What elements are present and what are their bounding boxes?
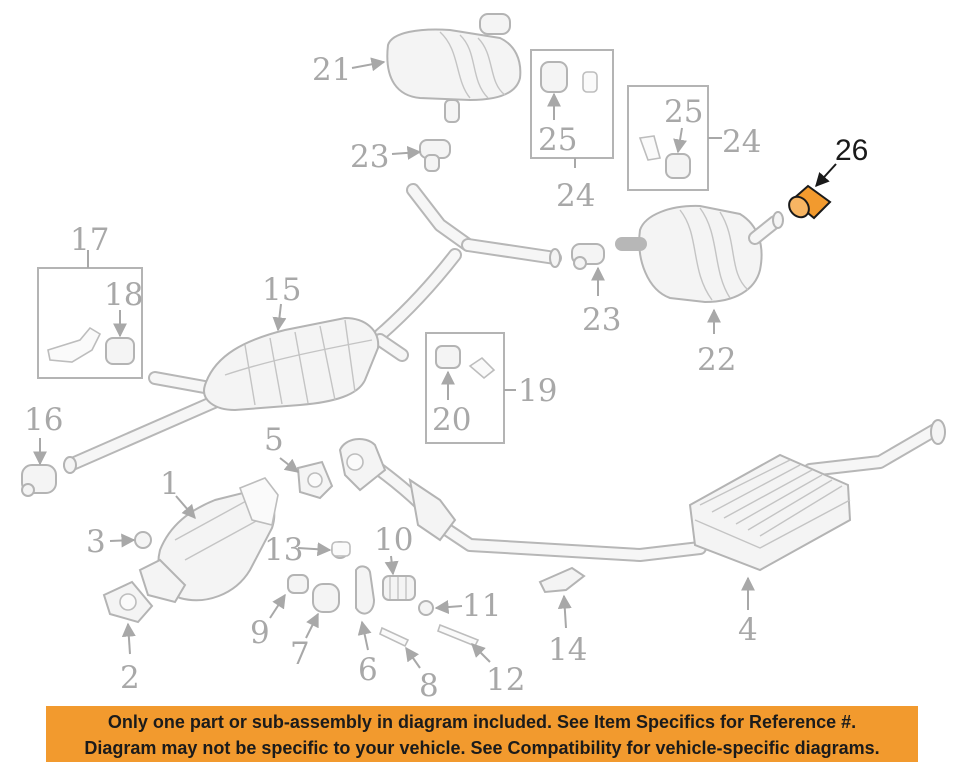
callout-16: 16 [24,402,63,438]
box-19 [425,332,505,444]
bushing-9 [287,574,309,594]
callout-10: 10 [374,522,413,558]
hanger-20 [435,345,496,380]
callout-18: 18 [104,277,143,313]
lower-rear-muffler [688,453,852,572]
callout-12: 12 [486,662,525,698]
bushing-7 [312,583,340,613]
spring-10 [382,575,416,601]
callout-14: 14 [548,632,587,668]
exhaust-tip-26 [788,184,832,220]
gasket-5 [296,460,334,500]
lower-intermediate-pipe [373,419,946,562]
callout-19: 19 [518,373,557,409]
callout-25-left: 25 [538,122,577,158]
callout-2: 2 [120,660,140,696]
hanger-25-left [540,61,598,93]
callout-22: 22 [697,342,736,378]
callout-26: 26 [835,134,868,167]
center-muffler [203,316,380,412]
washer-11 [418,600,434,616]
callout-24-left: 24 [556,178,595,214]
callout-3: 3 [86,524,106,560]
box-17 [37,267,143,379]
callout-6: 6 [358,652,378,688]
front-exhaust-pipe [63,371,237,474]
disclaimer-banner: Only one part or sub-assembly in diagram… [46,706,918,762]
callout-25-right: 25 [664,94,703,130]
flange-gasket [338,438,457,542]
nut-3 [134,531,152,549]
gasket-2 [102,580,154,624]
intermediate-y-pipe [373,183,562,362]
pipe-clamp-16 [21,464,57,497]
hanger-25-right [638,135,691,179]
bolt-13 [331,541,351,559]
callout-17: 17 [70,222,109,258]
callout-9: 9 [250,615,270,651]
bracket-18 [47,326,135,365]
callout-15: 15 [262,272,301,308]
callout-13: 13 [264,532,303,568]
callout-4: 4 [738,612,758,648]
callout-21: 21 [312,52,351,88]
disclaimer-line-1: Only one part or sub-assembly in diagram… [107,712,857,732]
callout-1: 1 [160,466,180,502]
bracket-14 [538,566,586,594]
callout-24-right: 24 [722,124,761,160]
callout-11: 11 [462,588,501,624]
leader-26 [815,163,837,188]
pipe-clamp-upper [419,139,451,172]
callout-5: 5 [264,422,284,458]
rear-muffler [615,204,784,304]
callout-7: 7 [290,636,310,672]
bolt-12 [437,623,480,648]
disclaimer-line-2: Diagram may not be specific to your vehi… [84,738,880,758]
box-24-left [530,49,614,159]
callout-numbers: 21 23 25 24 25 24 26 17 18 15 23 22 19 2… [24,52,868,704]
callout-23-upper: 23 [350,139,389,175]
callout-20: 20 [432,402,471,438]
leader-lines [33,57,837,669]
callout-8: 8 [419,668,439,704]
pipe-clamp-lower [571,243,605,270]
bracket-6 [355,565,376,615]
callout-23-lower: 23 [582,302,621,338]
upper-rear-muffler [386,13,522,123]
bolt-8 [379,626,410,648]
